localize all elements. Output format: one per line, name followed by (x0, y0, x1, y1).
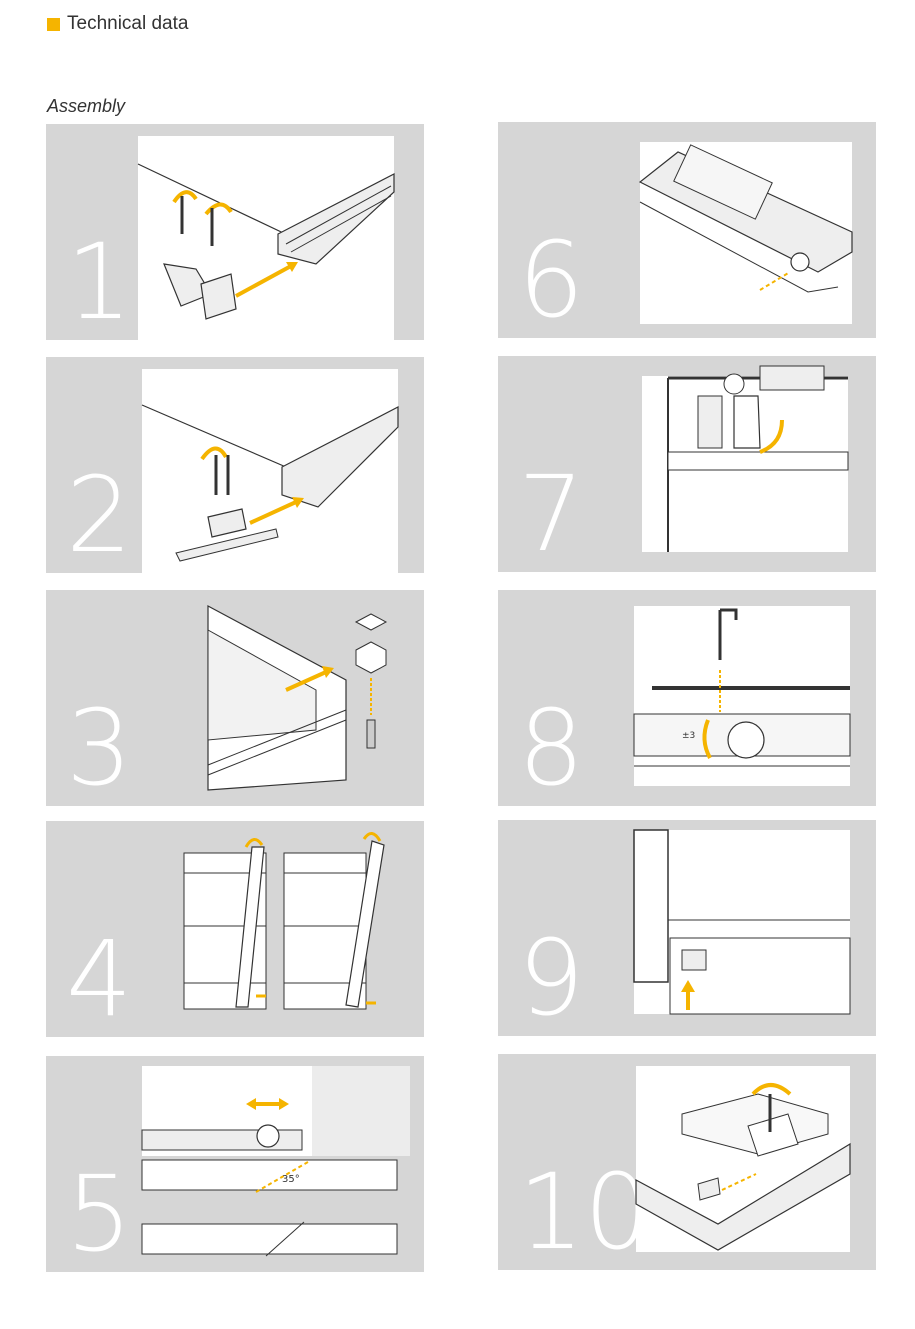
step-number: 3 (66, 687, 133, 806)
step-panel-9: 9 (498, 820, 876, 1036)
step-number: 4 (66, 918, 133, 1037)
section-header: Technical data (47, 13, 188, 35)
adjust-label: ±3 (682, 731, 695, 741)
step-number: 1 (66, 221, 133, 340)
step-number: 7 (518, 453, 585, 572)
step-number: 9 (518, 917, 585, 1036)
step-number: 2 (66, 454, 133, 573)
section-title: Assembly (47, 96, 126, 116)
step-8-illustration: ±3 (633, 606, 851, 786)
step-number: 8 (518, 687, 585, 806)
step-7-illustration (642, 365, 849, 552)
step-panel-8: 8 ±3 (498, 590, 876, 806)
step-panel-2: 2 (46, 357, 424, 573)
step-panel-7: 7 (498, 356, 876, 572)
page-title: Technical data (67, 13, 189, 34)
step-number: 6 (518, 219, 585, 338)
step-panel-1: 1 (46, 124, 424, 340)
step-number: 5 (66, 1153, 133, 1272)
step-5-illustration: 35° (141, 1066, 410, 1257)
accent-square (47, 17, 60, 31)
step-10-illustration (635, 1066, 851, 1252)
step-6-illustration (638, 142, 853, 324)
angle-label: 35° (282, 1174, 300, 1185)
step-panel-6: 6 (498, 122, 876, 338)
step-1-illustration (137, 136, 395, 340)
step-9-illustration (633, 829, 851, 1015)
step-panel-4: 4 (46, 821, 424, 1037)
step-panel-10: 10 (498, 1054, 876, 1270)
step-panel-3: 3 (46, 590, 424, 806)
step-4-illustration (183, 832, 385, 1010)
step-number: 10 (518, 1151, 651, 1270)
step-panel-5: 5 35° (46, 1056, 424, 1272)
step-3-illustration (207, 604, 388, 791)
step-2-illustration (141, 369, 399, 573)
